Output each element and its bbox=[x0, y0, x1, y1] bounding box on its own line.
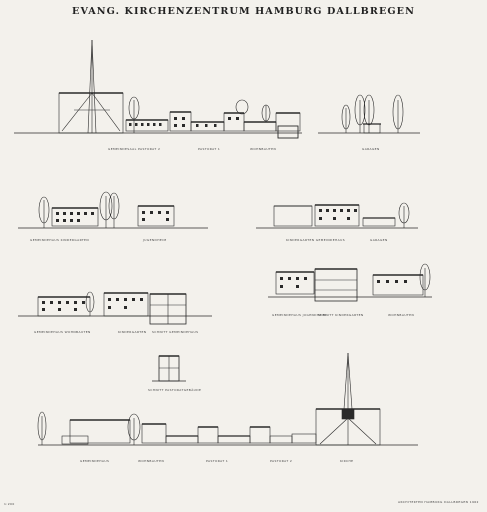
caption-r3f: WOHNBAUTEN bbox=[388, 313, 415, 317]
corner-note: 1:200 bbox=[4, 502, 15, 506]
footer-note: ARCHITEKTEN HAMBURG DALLBREGEN 1962 bbox=[398, 500, 479, 504]
church-elevation bbox=[291, 352, 381, 446]
row1-elevations bbox=[14, 39, 420, 139]
caption-r1b: PASTORAT 1 bbox=[198, 147, 221, 151]
caption-r5e: KIRCHE bbox=[340, 459, 354, 463]
caption-r3c: SCHNITT GEMEINDEHAUS bbox=[152, 330, 199, 334]
caption-r1c: WOHNBAUTEN bbox=[250, 147, 277, 151]
caption-r3e: SCHNITT KINDERGARTEN bbox=[318, 313, 364, 317]
caption-r5b: WOHNBAUTEN bbox=[138, 459, 165, 463]
caption-r5a: GEMEINDEHAUS bbox=[80, 459, 110, 463]
pastorat-section bbox=[152, 355, 186, 382]
caption-r3d: GEMEINDEHAUS JUGENDHEIM bbox=[272, 313, 327, 317]
sheet-title: EVANG. KIRCHENZENTRUM HAMBURG DALLBREGEN bbox=[72, 6, 415, 17]
row5-elevations bbox=[37, 352, 418, 446]
caption-r5c: PASTORAT 1 bbox=[206, 459, 229, 463]
caption-r4a: SCHNITT PASTORATGEBÄUDE bbox=[148, 388, 202, 392]
caption-r1d: GARAGEN bbox=[362, 147, 380, 151]
row2-elevations bbox=[18, 191, 418, 229]
caption-r3a: GEMEINDEHAUS WOHNBAUTEN bbox=[34, 330, 91, 334]
caption-r2c: KINDERGARTEN GEMEINDEHAUS bbox=[286, 238, 346, 242]
tree-icon bbox=[128, 96, 140, 133]
caption-r2b: JUGENDHEIM bbox=[143, 238, 167, 242]
church-hall-section bbox=[58, 39, 124, 134]
row3-elevations bbox=[18, 263, 432, 325]
caption-r2d: GARAGEN bbox=[370, 238, 388, 242]
caption-r2a: GEMEINDEHAUS KINDERGARTEN bbox=[30, 238, 90, 242]
caption-r1a: GEMEINDESAAL PASTORAT 2 bbox=[108, 147, 161, 151]
caption-r5d: PASTORAT 2 bbox=[270, 459, 293, 463]
caption-r3b: KINDERGARTEN bbox=[118, 330, 147, 334]
